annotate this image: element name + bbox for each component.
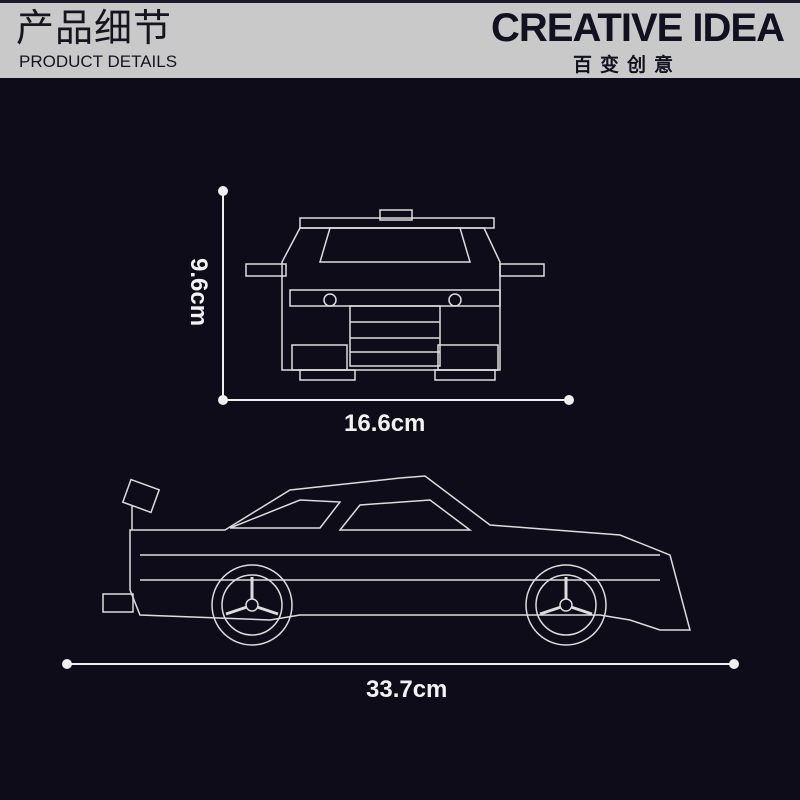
brand-logo: CREATIVE IDEA: [491, 6, 785, 50]
width-label: 16.6cm: [344, 410, 426, 437]
car-side-view: [102, 475, 691, 646]
height-label: 9.6cm: [185, 258, 212, 327]
title-cn: 产品细节: [16, 6, 173, 50]
header-band: 产品细节 PRODUCT DETAILS CREATIVE IDEA 百变创意: [0, 3, 800, 78]
top-border: [0, 0, 800, 3]
length-label: 33.7cm: [366, 676, 448, 703]
brand-cn: 百变创意: [573, 54, 682, 76]
car-front-view: [245, 209, 545, 381]
dimension-lines: [62, 186, 739, 669]
title-en: PRODUCT DETAILS: [19, 52, 178, 71]
